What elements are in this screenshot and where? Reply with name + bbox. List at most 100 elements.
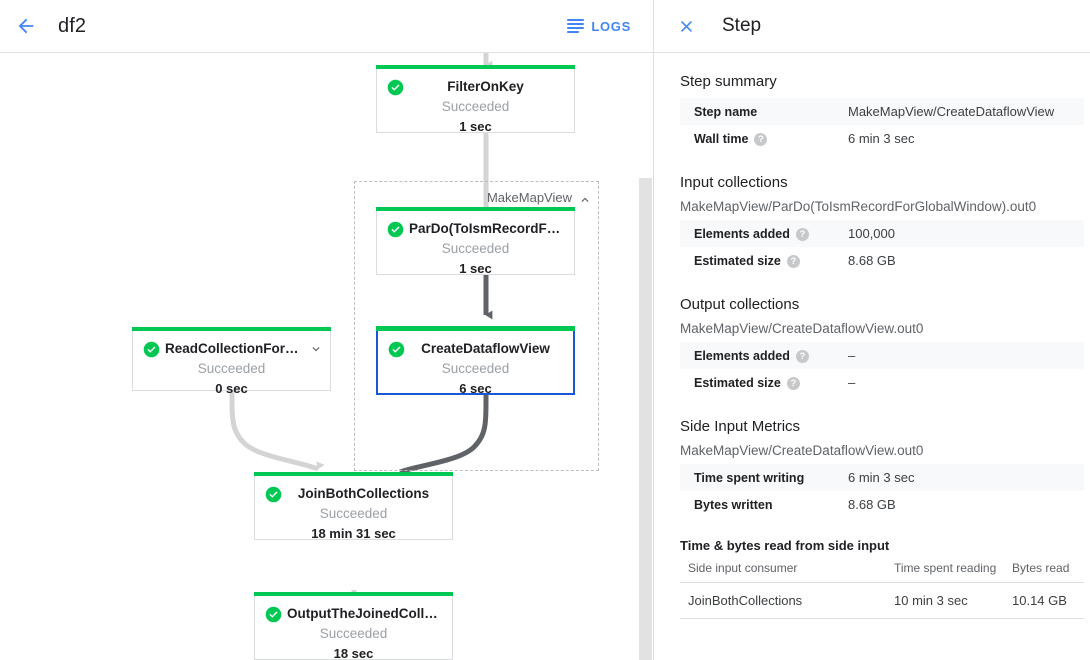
- node-duration: 1 sec: [459, 261, 492, 276]
- input-collection-name: MakeMapView/ParDo(ToIsmRecordForGlobalWi…: [680, 199, 1037, 214]
- help-icon[interactable]: ?: [786, 376, 800, 390]
- chevron-down-icon[interactable]: [309, 342, 323, 356]
- graph-group-label: MakeMapView: [486, 190, 572, 205]
- node-title: OutputTheJoinedCollec…: [287, 606, 440, 621]
- node-duration: 6 sec: [459, 381, 492, 396]
- page-title: df2: [58, 14, 87, 37]
- row-value: MakeMapView/CreateDataflowView: [848, 104, 1055, 119]
- node-status-bar: [254, 472, 453, 476]
- cell-side-input-consumer: JoinBothCollections: [680, 582, 886, 619]
- row-value: 8.68 GB: [848, 497, 896, 512]
- node-status: Succeeded: [319, 506, 388, 521]
- column-header-bytes-read: Bytes read: [1004, 557, 1084, 583]
- row-key: Estimated size: [694, 375, 781, 390]
- side-input-read-table: Side input consumer Time spent reading B…: [680, 557, 1084, 619]
- help-icon[interactable]: ?: [786, 254, 800, 268]
- table-row: Estimated size? –: [680, 369, 1084, 396]
- node-duration: 18 min 31 sec: [311, 526, 396, 541]
- row-value: 8.68 GB: [848, 253, 896, 268]
- row-value: –: [848, 375, 856, 390]
- node-title: ParDo(ToIsmRecordFor…: [409, 221, 562, 236]
- table-row: Wall time? 6 min 3 sec: [680, 125, 1084, 152]
- input-collections-table: Elements added? 100,000 Estimated size? …: [680, 220, 1084, 274]
- node-status-bar: [376, 65, 575, 69]
- row-key: Wall time: [694, 131, 749, 146]
- graph-node-output-the-joined-collection[interactable]: OutputTheJoinedCollec… Succeeded 18 sec: [254, 592, 453, 660]
- node-duration: 18 sec: [333, 646, 374, 660]
- node-status: Succeeded: [319, 626, 388, 641]
- side-input-read-subheading: Time & bytes read from side input: [680, 538, 890, 553]
- graph-group-makemapview[interactable]: MakeMapView: [354, 181, 599, 471]
- logs-button[interactable]: LOGS: [567, 19, 631, 34]
- step-panel-body: Step summary Step name MakeMapView/Creat…: [654, 53, 1090, 660]
- job-graph-canvas[interactable]: MakeMapView FilterOnKey Succeeded 1 sec: [0, 53, 653, 660]
- row-value: 6 min 3 sec: [848, 131, 915, 146]
- node-title: CreateDataflowView: [421, 341, 550, 356]
- table-row: Time spent writing 6 min 3 sec: [680, 464, 1084, 491]
- help-icon[interactable]: ?: [795, 349, 809, 363]
- table-row: Bytes written 8.68 GB: [680, 491, 1084, 518]
- cell-time-spent-reading: 10 min 3 sec: [886, 582, 1004, 619]
- row-key: Elements added: [694, 226, 790, 241]
- step-panel-header: Step: [654, 0, 1090, 53]
- column-header-time-spent-reading: Time spent reading: [886, 557, 1004, 583]
- node-status-bar: [254, 592, 453, 596]
- table-row: JoinBothCollections 10 min 3 sec 10.14 G…: [680, 582, 1084, 619]
- output-collection-name: MakeMapView/CreateDataflowView.out0: [680, 321, 924, 336]
- close-icon[interactable]: [668, 8, 704, 44]
- step-panel-title: Step: [722, 15, 762, 36]
- arrow-back-icon[interactable]: [6, 6, 46, 46]
- output-collections-table: Elements added? – Estimated size? –: [680, 342, 1084, 396]
- node-duration: 1 sec: [459, 119, 492, 134]
- node-duration: 0 sec: [215, 381, 248, 396]
- node-status: Succeeded: [441, 99, 510, 114]
- row-key: Step name: [694, 104, 758, 119]
- input-collections-heading: Input collections: [680, 174, 788, 191]
- column-header-side-input-consumer: Side input consumer: [680, 557, 886, 583]
- check-circle-icon: [143, 341, 160, 358]
- graph-node-pardo-toismrecord[interactable]: ParDo(ToIsmRecordFor… Succeeded 1 sec: [376, 207, 575, 276]
- help-icon[interactable]: ?: [754, 132, 768, 146]
- row-value: –: [848, 348, 856, 363]
- side-input-collection-name: MakeMapView/CreateDataflowView.out0: [680, 443, 924, 458]
- row-value: 100,000: [848, 226, 895, 241]
- step-summary-heading: Step summary: [680, 73, 777, 90]
- subject-lines-icon: [567, 19, 585, 33]
- step-details-panel: Step Step summary Step name MakeMapView/…: [653, 0, 1090, 660]
- node-status-bar: [376, 207, 575, 211]
- cell-bytes-read: 10.14 GB: [1004, 582, 1084, 619]
- graph-node-join-both-collections[interactable]: JoinBothCollections Succeeded 18 min 31 …: [254, 472, 453, 541]
- help-icon[interactable]: ?: [795, 227, 809, 241]
- table-header-row: Side input consumer Time spent reading B…: [680, 557, 1084, 583]
- check-circle-icon: [387, 221, 404, 238]
- side-input-metrics-heading: Side Input Metrics: [680, 418, 801, 435]
- chevron-up-icon[interactable]: [578, 193, 592, 207]
- table-row: Elements added? –: [680, 342, 1084, 369]
- node-title: FilterOnKey: [447, 79, 524, 94]
- table-row: Step name MakeMapView/CreateDataflowView: [680, 98, 1084, 125]
- logs-button-label: LOGS: [591, 18, 631, 34]
- graph-node-read-collection-for-join[interactable]: ReadCollectionForJoin Succeeded 0 sec: [132, 327, 331, 396]
- output-collections-heading: Output collections: [680, 296, 800, 313]
- node-status-bar: [132, 327, 331, 331]
- row-key: Bytes written: [694, 497, 773, 512]
- node-title: JoinBothCollections: [297, 486, 430, 501]
- row-key: Time spent writing: [694, 470, 805, 485]
- node-status: Succeeded: [197, 361, 266, 376]
- graph-vertical-scrollbar[interactable]: [639, 178, 652, 660]
- check-circle-icon: [388, 341, 405, 358]
- check-circle-icon: [265, 606, 282, 623]
- row-value: 6 min 3 sec: [848, 470, 915, 485]
- page-topbar: df2 LOGS: [0, 0, 653, 53]
- check-circle-icon: [265, 486, 282, 503]
- check-circle-icon: [387, 79, 404, 96]
- node-status: Succeeded: [441, 361, 510, 376]
- graph-node-filter-on-key[interactable]: FilterOnKey Succeeded 1 sec: [376, 65, 575, 134]
- graph-node-create-dataflow-view[interactable]: CreateDataflowView Succeeded 6 sec: [376, 326, 575, 396]
- step-summary-table: Step name MakeMapView/CreateDataflowView…: [680, 98, 1084, 152]
- job-graph-pane: df2 LOGS: [0, 0, 653, 660]
- side-input-metrics-table: Time spent writing 6 min 3 sec Bytes wri…: [680, 464, 1084, 518]
- row-key: Elements added: [694, 348, 790, 363]
- node-title: ReadCollectionForJoin: [165, 341, 306, 356]
